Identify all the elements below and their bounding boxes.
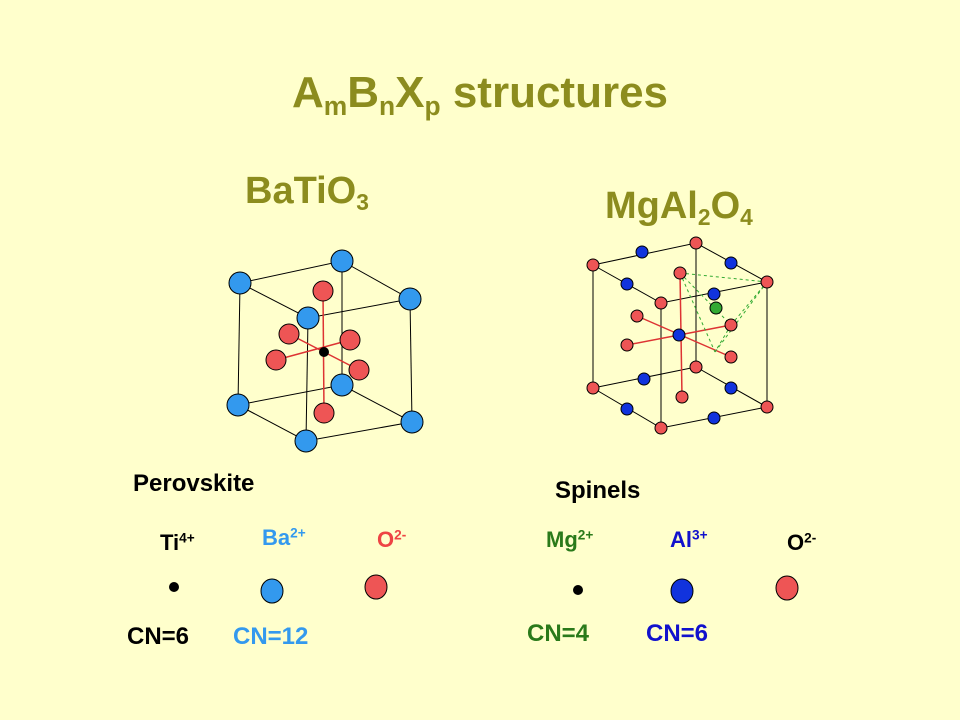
mg-cn-label: CN=4 bbox=[527, 620, 590, 647]
al-ion-label: Al3+ bbox=[670, 527, 708, 552]
spinel-formula: MgAl2O4 bbox=[605, 185, 753, 230]
legend-mg-dot bbox=[573, 585, 583, 595]
legend-ti-dot bbox=[169, 582, 179, 592]
spinel-al-atoms bbox=[620, 245, 738, 425]
perovskite-label: Perovskite bbox=[133, 470, 255, 497]
al-cn-label: CN=6 bbox=[646, 620, 709, 647]
perovskite-o-atoms bbox=[265, 280, 370, 424]
page-title: AmBnXp structures bbox=[291, 68, 669, 121]
legend-ba-circle bbox=[260, 578, 284, 604]
legend-al-circle bbox=[670, 578, 694, 604]
perovskite-ti-atom bbox=[319, 347, 329, 357]
ba-cn-label: CN=12 bbox=[233, 623, 309, 650]
spinel-mg-atom bbox=[709, 301, 723, 315]
spinel-label: Spinels bbox=[555, 477, 641, 504]
perovskite-formula: BaTiO3 bbox=[245, 170, 369, 215]
perovskite-ba-atoms bbox=[226, 249, 424, 453]
ti-cn-label: CN=6 bbox=[127, 623, 190, 650]
legend-spinel-o-circle bbox=[775, 575, 799, 601]
spinel-o-atoms bbox=[586, 236, 774, 435]
spinel-tetrahedron bbox=[679, 272, 768, 353]
ti-ion-label: Ti4+ bbox=[160, 530, 195, 555]
legend-o-circle bbox=[364, 574, 388, 600]
ba-ion-label: Ba2+ bbox=[262, 525, 306, 550]
spinel-o-ion-label: O2- bbox=[787, 530, 817, 555]
o-ion-label: O2- bbox=[377, 527, 407, 552]
mg-ion-label: Mg2+ bbox=[546, 527, 594, 552]
